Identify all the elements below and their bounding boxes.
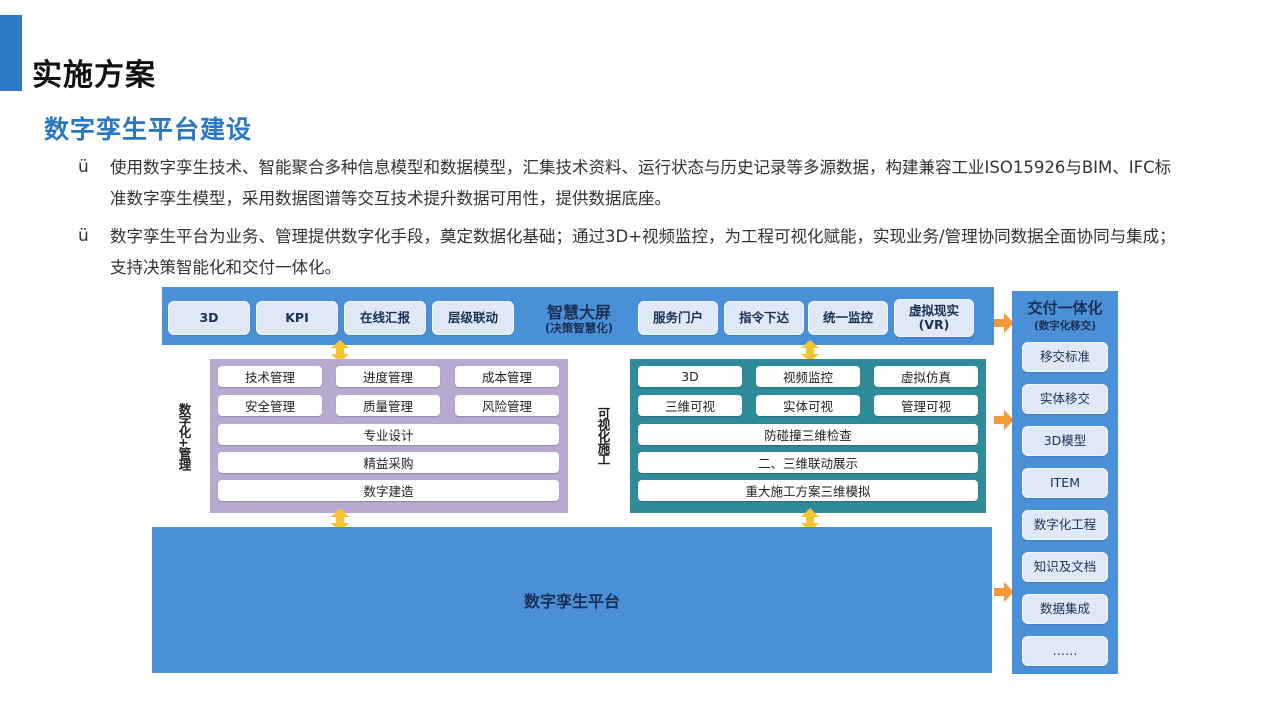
delivery-item: 数字化工程 [1022, 510, 1108, 540]
mgmt-row-procurement: 精益采购 [218, 452, 559, 473]
mgmt-cell-cost: 成本管理 [455, 366, 559, 387]
arrow-right-icon [994, 582, 1014, 602]
mgmt-cell-progress: 进度管理 [336, 366, 440, 387]
arrow-right-icon [994, 410, 1014, 430]
visual-construction-label: 可视化施工 [582, 359, 624, 513]
arrow-right-icon [994, 313, 1014, 333]
double-arrow-icon [801, 340, 819, 362]
smart-screen-subtitle: (决策智慧化) [544, 321, 613, 335]
mgmt-cell-risk: 风险管理 [455, 395, 559, 416]
screen-item-command: 指令下达 [724, 301, 804, 335]
screen-item-3d: 3D [168, 301, 250, 335]
digital-management-label: 数字化+管理 [164, 359, 204, 513]
bullet-marker: ü [78, 226, 89, 246]
title-accent-bar [0, 15, 22, 91]
visual-cell-3d: 3D [638, 366, 742, 387]
screen-item-service-portal: 服务门户 [638, 301, 718, 335]
delivery-item: 3D模型 [1022, 426, 1108, 456]
double-arrow-icon [331, 340, 349, 362]
double-arrow-icon [801, 508, 819, 532]
section-title: 数字孪生平台建设 [44, 115, 253, 144]
mgmt-cell-safety: 安全管理 [218, 395, 322, 416]
delivery-title: 交付一体化 [1027, 299, 1103, 317]
smart-screen-title: 智慧大屏 [546, 303, 611, 322]
delivery-item: 数据集成 [1022, 594, 1108, 624]
delivery-item: 知识及文档 [1022, 552, 1108, 582]
visual-cell-video: 视频监控 [756, 366, 860, 387]
visual-cell-simulation: 虚拟仿真 [874, 366, 978, 387]
mgmt-cell-quality: 质量管理 [336, 395, 440, 416]
mgmt-row-construction: 数字建造 [218, 480, 559, 501]
delivery-item: 实体移交 [1022, 384, 1108, 414]
delivery-item: 移交标准 [1022, 342, 1108, 372]
mgmt-row-design: 专业设计 [218, 424, 559, 445]
delivery-item: …… [1022, 636, 1108, 666]
bullet-text-1: 使用数字孪生技术、智能聚合多种信息模型和数据模型，汇集技术资料、运行状态与历史记… [110, 158, 1172, 208]
visual-row-linkage: 二、三维联动展示 [638, 452, 978, 473]
screen-item-level-link: 层级联动 [432, 301, 514, 335]
visual-cell-mgmt-view: 管理可视 [874, 395, 978, 416]
double-arrow-icon [331, 508, 349, 532]
screen-item-unified-monitor: 统一监控 [808, 301, 888, 335]
architecture-diagram: 3D KPI 在线汇报 层级联动 智慧大屏 (决策智慧化) 服务门户 指令下达 … [152, 287, 1120, 674]
screen-item-vr: 虚拟现实 (VR) [894, 299, 974, 337]
mgmt-cell-tech: 技术管理 [218, 366, 322, 387]
delivery-subtitle: (数字化移交) [1033, 320, 1097, 332]
bullet-text-2: 数字孪生平台为业务、管理提供数字化手段，奠定数据化基础；通过3D+视频监控，为工… [110, 227, 1176, 277]
delivery-item: ITEM [1022, 468, 1108, 498]
visual-cell-3d-view: 三维可视 [638, 395, 742, 416]
visual-cell-entity-view: 实体可视 [756, 395, 860, 416]
visual-row-simulation: 重大施工方案三维模拟 [638, 480, 978, 501]
visual-row-collision: 防碰撞三维检查 [638, 424, 978, 445]
bullet-marker: ü [78, 157, 89, 177]
screen-item-kpi: KPI [256, 301, 338, 335]
digital-twin-platform: 数字孪生平台 [152, 527, 992, 673]
page-title: 实施方案 [32, 58, 156, 93]
screen-item-online-report: 在线汇报 [344, 301, 426, 335]
